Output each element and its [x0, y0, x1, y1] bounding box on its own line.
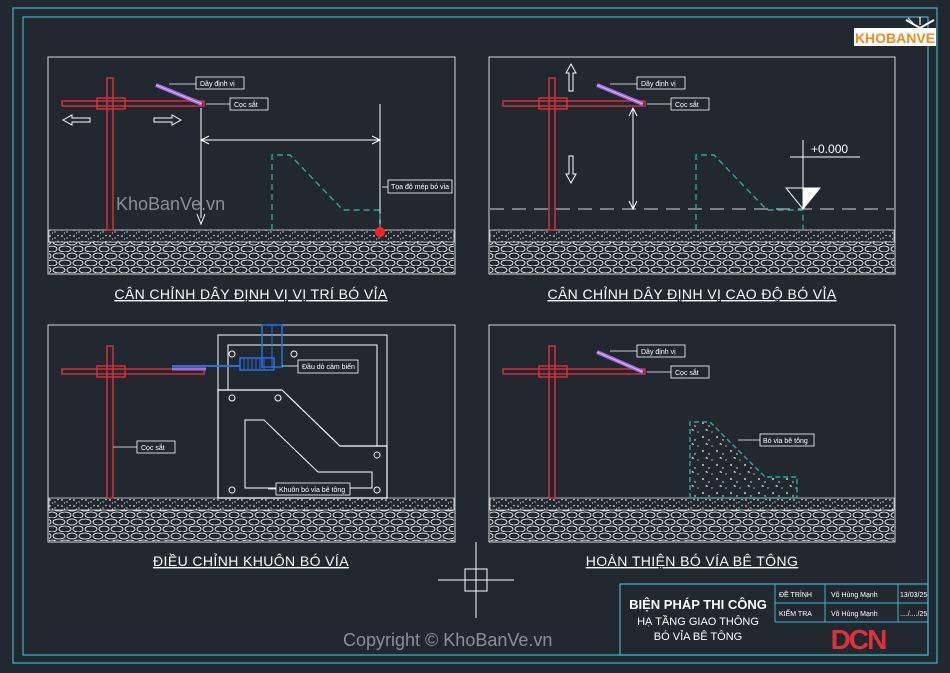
arrow-up-icon: [565, 62, 577, 92]
title-sub-2: BÓ VỈA BÊ TÔNG: [654, 630, 742, 643]
caption-panel-2: CÂN CHỈNH DÂY ĐỊNH VỊ CAO ĐỘ BÓ VỈA: [547, 286, 836, 302]
name-1: Võ Hùng Mạnh: [831, 592, 878, 599]
label-wire: Dây định vị: [641, 349, 676, 356]
name-2: Võ Hùng Mạnh: [831, 611, 878, 618]
label-mold: Khuôn bó vỉa bê tông: [279, 486, 345, 494]
label-elevation: +0.000: [811, 142, 848, 156]
curb-outline: [271, 154, 381, 230]
label-stake: Cọc sắt: [675, 100, 699, 109]
outer-border: [12, 7, 938, 664]
title-block: BIỆN PHÁP THI CÔNG HẠ TẦNG GIAO THÔNG BÓ…: [619, 583, 929, 656]
panel-4: Dây định vị Cọc sắt Bó vỉa bê tông: [488, 324, 896, 543]
label-stake: Cọc sắt: [675, 368, 699, 377]
inner-border: [22, 16, 929, 656]
stake-post: [106, 77, 114, 231]
label-stake: Cọc sắt: [141, 443, 165, 452]
label-stake: Cọc sắt: [234, 100, 258, 109]
label-sensor: Đầu dò cảm biến: [302, 362, 355, 371]
arrow-down-icon: [565, 155, 577, 185]
caption-panel-3: ĐIỀU CHỈNH KHUÔN BÓ VÍA: [153, 553, 349, 569]
finished-curb: [689, 421, 798, 499]
panel-2: +0.000 Dây định vị Cọc sắt: [488, 56, 896, 275]
watermark-copyright: Copyright © KhoBanVe.vn: [343, 630, 552, 650]
crosshair-icon: [438, 542, 514, 618]
arrow-right-icon: [153, 114, 183, 126]
khobanve-logo: KHOBANVE: [854, 17, 936, 46]
title-sub-1: HẠ TẦNG GIAO THÔNG: [637, 615, 759, 628]
panel-1: Dây định vị Cọc sắt Tọa độ mép bó vỉa: [47, 56, 456, 275]
arrow-left-icon: [61, 114, 91, 126]
role-1: ĐỀ TRÌNH: [779, 589, 812, 599]
label-coordinate: Tọa độ mép bó vỉa: [391, 183, 449, 191]
watermark-center: KhoBanVe.vn: [116, 194, 225, 214]
caption-panel-1: CÂN CHỈNH DÂY ĐỊNH VỊ VỊ TRÍ BÓ VỈA: [114, 286, 388, 302]
caption-panel-4: HOÀN THIỆN BÓ VÍA BÊ TÔNG: [586, 553, 799, 569]
date-2: ..../..../25: [900, 611, 927, 618]
brand-logo: DCN: [831, 624, 886, 655]
date-1: 13/03/25: [900, 592, 927, 599]
curb-mold: [217, 389, 388, 499]
role-2: KIỂM TRA: [779, 609, 812, 618]
label-wire: Dây định vị: [641, 81, 676, 88]
title-main: BIỆN PHÁP THI CÔNG: [629, 597, 767, 612]
edge-point-marker: [375, 227, 385, 237]
logo-text: KHOBANVE: [855, 30, 935, 46]
label-wire: Dây định vị: [200, 81, 235, 88]
label-curb: Bó vỉa bê tông: [763, 437, 808, 445]
panel-3: Đầu dò cảm biến Cọc sắt Khuôn bó vỉa bê …: [47, 324, 456, 543]
stake-crossbar: [61, 100, 205, 107]
